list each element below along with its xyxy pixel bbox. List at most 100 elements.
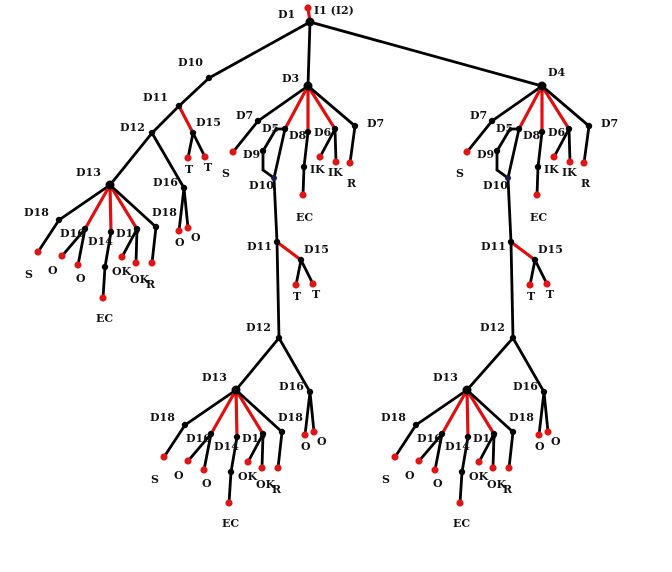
outcome-label: O — [433, 477, 443, 490]
node-label: D13 — [202, 371, 227, 384]
node-label: D4 — [548, 66, 566, 79]
edge — [458, 470, 464, 505]
outcome-leaf — [225, 499, 233, 507]
node-label: D12 — [480, 321, 505, 334]
outcome-label: O — [317, 435, 327, 448]
edge — [182, 186, 190, 230]
outcome-label: OK — [112, 265, 132, 278]
outcome-leaf — [391, 453, 399, 461]
decision-node — [152, 223, 160, 231]
decision-node — [254, 117, 262, 125]
highlighted-edge — [275, 240, 303, 262]
node-label: D8 — [523, 129, 541, 142]
edge — [207, 20, 312, 80]
outcome-label: IK — [544, 163, 559, 176]
edge — [183, 388, 238, 427]
node-label: D5 — [496, 122, 513, 135]
decision-node — [490, 430, 498, 438]
decision-node — [507, 238, 515, 246]
edge — [150, 225, 158, 265]
outcome-leaf — [566, 158, 574, 166]
outcome-label: OK — [469, 470, 489, 483]
edge — [299, 258, 315, 286]
outcome-label: R — [581, 177, 591, 190]
decision-node — [231, 385, 241, 395]
edge — [490, 84, 544, 123]
outcome-leaf — [200, 466, 208, 474]
outcome-label: IK — [562, 166, 577, 179]
node-label: D9 — [243, 148, 260, 161]
highlighted-edge — [108, 183, 139, 231]
edge — [246, 432, 265, 464]
outcome-label: O — [76, 272, 86, 285]
outcome-label: O — [405, 469, 415, 482]
decision-node — [205, 74, 213, 82]
edge — [120, 227, 139, 259]
node-label: D16 — [417, 432, 442, 445]
outcome-label: T — [204, 161, 213, 174]
decision-node — [538, 128, 546, 136]
outcome-leaf — [309, 280, 317, 288]
edge — [101, 265, 107, 300]
node-label: D16 — [513, 380, 538, 393]
junction-node — [271, 175, 277, 181]
decision-node — [305, 17, 315, 27]
outcome-label: R — [347, 177, 357, 190]
edge — [465, 119, 494, 154]
node-label: D11 — [247, 240, 272, 253]
node-label: D18 — [509, 411, 534, 424]
outcome-leaf — [58, 252, 66, 260]
decision-node — [275, 334, 283, 342]
decision-node — [331, 125, 339, 133]
edge — [57, 183, 112, 222]
outcome-label: R — [272, 483, 282, 496]
decision-node — [351, 122, 359, 130]
node-label: D17 — [473, 432, 498, 445]
node-label: D14 — [445, 440, 470, 453]
node-label: D7 — [470, 109, 487, 122]
edge — [477, 432, 496, 464]
edge — [303, 390, 312, 437]
node-label: D12 — [120, 121, 145, 134]
outcome-leaf — [132, 259, 140, 267]
node-label: D10 — [178, 56, 203, 69]
node-label: D16 — [186, 432, 211, 445]
decision-node — [438, 430, 446, 438]
edge — [495, 127, 512, 153]
node-label: D7 — [601, 117, 618, 130]
outcome-leaf — [544, 428, 552, 436]
outcome-label: EC — [296, 211, 313, 224]
edge — [227, 470, 233, 505]
edge — [134, 227, 139, 265]
outcome-label: S — [25, 268, 33, 281]
outcome-label: S — [151, 473, 159, 486]
decision-node — [105, 180, 115, 190]
edge — [507, 430, 515, 470]
decision-node — [488, 117, 496, 125]
decision-node — [297, 256, 305, 264]
edge — [536, 130, 544, 169]
outcome-leaf — [299, 191, 307, 199]
edge — [272, 127, 287, 180]
edge — [150, 131, 186, 190]
edge — [103, 230, 113, 269]
node-label: D10 — [483, 179, 508, 192]
edge — [276, 430, 284, 470]
node-label: D8 — [289, 129, 307, 142]
highlighted-edge — [509, 240, 537, 262]
node-label: D13 — [76, 166, 101, 179]
edge — [202, 432, 213, 472]
node-label: D6 — [314, 126, 332, 139]
decision-node — [233, 433, 241, 441]
node-label: D18 — [381, 411, 406, 424]
decision-node — [148, 129, 156, 137]
decision-node — [509, 428, 517, 436]
outcome-label: O — [202, 477, 212, 490]
outcome-label: S — [456, 167, 464, 180]
node-label: D9 — [477, 148, 494, 161]
outcome-leaf — [274, 464, 282, 472]
decision-node — [531, 256, 539, 264]
outcome-leaf — [184, 224, 192, 232]
